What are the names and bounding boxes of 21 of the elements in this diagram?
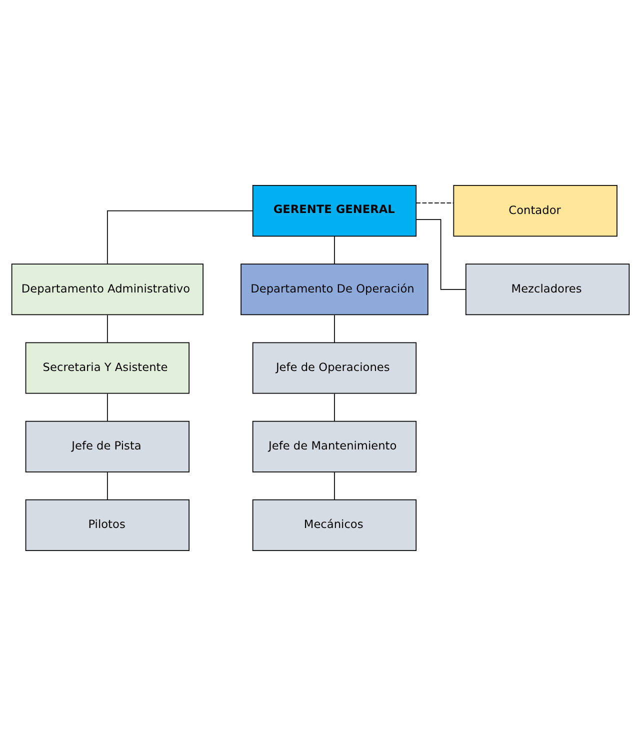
connector xyxy=(334,392,335,421)
node-box: Departamento De Operación xyxy=(240,263,428,315)
connector xyxy=(334,314,335,342)
connector xyxy=(416,218,466,290)
node-box: Mezcladores xyxy=(465,263,630,315)
node-box: Secretaria Y Asistente xyxy=(25,342,190,394)
connector xyxy=(107,471,108,500)
node-box: Jefe de Operaciones xyxy=(252,342,417,394)
node-box: GERENTE GENERAL xyxy=(252,184,417,236)
connector xyxy=(334,236,335,264)
node-box: Pilotos xyxy=(25,498,190,550)
node-box: Jefe de Pista xyxy=(25,420,190,472)
node-box: Mecánicos xyxy=(252,498,417,550)
connector xyxy=(107,210,253,264)
connector xyxy=(107,392,108,421)
node-box: Jefe de Mantenimiento xyxy=(252,420,417,472)
node-box: Contador xyxy=(453,184,618,236)
connector xyxy=(107,314,108,342)
connector xyxy=(334,471,335,500)
node-box: Departamento Administrativo xyxy=(11,263,204,315)
connector xyxy=(416,202,454,203)
